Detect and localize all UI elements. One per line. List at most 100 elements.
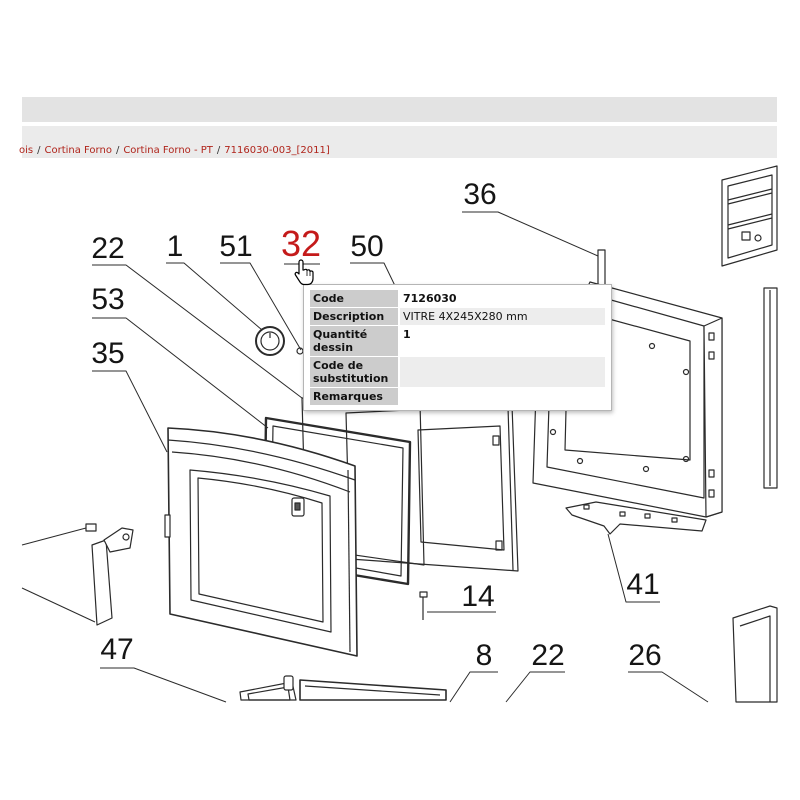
callout-35[interactable]: 35 [91, 337, 125, 370]
callout-8[interactable]: 8 [475, 639, 493, 672]
tooltip-label: Description [310, 308, 398, 325]
leader-line [505, 671, 565, 703]
cabinet-panel-outline [732, 605, 778, 703]
callout-22[interactable]: 22 [91, 232, 125, 265]
handle-slot-inner [294, 502, 301, 511]
hinge-pin [122, 533, 130, 541]
callout-36[interactable]: 36 [463, 178, 497, 211]
callout-1[interactable]: 1 [166, 230, 184, 263]
tooltip-label: Remarques [310, 388, 398, 405]
tooltip-label: Code [310, 290, 398, 307]
middle-frame-slot [492, 435, 500, 446]
hinge-screw [85, 523, 97, 532]
bracket-hole [671, 517, 678, 523]
breadcrumb-item-current[interactable]: 7116030-003_[2011] [224, 145, 330, 156]
front-door [164, 427, 358, 657]
tooltip-row-substitution: Code de substitution [310, 357, 605, 387]
callout-22-bottom[interactable]: 22 [531, 639, 565, 672]
callout-50[interactable]: 50 [350, 230, 384, 263]
rack-bar [727, 217, 773, 230]
knob-outer [255, 326, 285, 356]
leader-line [100, 667, 227, 703]
door-back-side-strip [703, 317, 723, 518]
bracket-hole [619, 511, 626, 517]
side-panel [763, 287, 778, 489]
hinge-bracket [103, 527, 134, 553]
bracket [565, 501, 707, 535]
rack-knob [754, 234, 762, 242]
leader-line [350, 262, 399, 293]
leader-line [607, 533, 660, 603]
middle-frame-edge [507, 406, 514, 571]
rack-part [721, 165, 778, 267]
callout-51[interactable]: 51 [219, 230, 253, 263]
knob [255, 326, 285, 356]
leader-line [21, 587, 96, 623]
tooltip-label: Code de substitution [310, 357, 398, 387]
screw-dot [549, 428, 557, 436]
leader-line [92, 317, 269, 429]
middle-frame-slot [495, 540, 503, 551]
cabinet-panel-26 [732, 605, 778, 703]
leader-line [462, 211, 599, 257]
tooltip-row-code: Code 7126030 [310, 290, 605, 307]
screw-dot [576, 457, 584, 465]
hand-pointer-shape [294, 259, 314, 286]
breadcrumb-item[interactable]: ois [19, 145, 34, 156]
strip-hole [708, 351, 715, 360]
breadcrumb: ois/Cortina Forno/Cortina Forno - PT/711… [19, 144, 330, 158]
breadcrumb-bar [22, 126, 777, 158]
front-door-top-band [167, 439, 356, 481]
breadcrumb-separator: / [115, 145, 120, 156]
front-door-notch [164, 514, 171, 538]
bracket-hole [644, 513, 651, 519]
tooltip-row-quantity: Quantité dessin 1 [310, 326, 605, 356]
callout-47[interactable]: 47 [100, 633, 134, 666]
leader-line [166, 262, 263, 331]
leader-line [220, 262, 302, 351]
front-door-top-band [171, 451, 351, 493]
callout-26[interactable]: 26 [628, 639, 662, 672]
screw-dot [642, 465, 650, 473]
callout-41[interactable]: 41 [626, 568, 660, 601]
tooltip-label: Quantité dessin [310, 326, 398, 356]
bottom-frame-right-inner [304, 685, 441, 696]
screw-dot [682, 368, 690, 376]
front-door-outline [167, 427, 358, 657]
tooltip-row-remarks: Remarques [310, 388, 605, 405]
leader-line [92, 370, 168, 453]
screw-dot [648, 342, 656, 350]
bracket-outline [565, 501, 707, 535]
bottom-frame-right [299, 679, 447, 701]
breadcrumb-item[interactable]: Cortina Forno [44, 145, 112, 156]
tooltip-value: VITRE 4X245X280 mm [400, 308, 605, 325]
tooltip-row-description: Description VITRE 4X245X280 mm [310, 308, 605, 325]
leader-line [92, 264, 303, 399]
part-tooltip: Code 7126030 Description VITRE 4X245X280… [303, 284, 612, 411]
callout-53[interactable]: 53 [91, 283, 125, 316]
middle-frame [345, 404, 519, 572]
screw-dot [682, 455, 690, 463]
leader-lines [21, 211, 709, 703]
bracket-hole [583, 504, 590, 510]
hinge-body [91, 539, 113, 626]
leader-line [21, 527, 87, 546]
rack-bar [727, 213, 773, 226]
middle-frame-window [417, 425, 505, 551]
front-door-window-inner [197, 477, 324, 623]
leader-line [628, 671, 709, 703]
callout-14[interactable]: 14 [461, 580, 495, 613]
hand-pointer-icon [294, 259, 314, 286]
bottom-clip [283, 675, 294, 691]
tooltip-value [400, 388, 605, 405]
front-door-window [189, 469, 332, 633]
callout-32-active[interactable]: 32 [280, 223, 322, 264]
tooltip-value [400, 357, 605, 387]
strip-hole [708, 332, 715, 341]
breadcrumb-item[interactable]: Cortina Forno - PT [123, 145, 213, 156]
screw-head [419, 591, 428, 598]
part-details-table: Code 7126030 Description VITRE 4X245X280… [308, 289, 607, 406]
leader-line [449, 671, 498, 703]
knob-inner [260, 331, 280, 351]
tooltip-value: 7126030 [400, 290, 605, 307]
